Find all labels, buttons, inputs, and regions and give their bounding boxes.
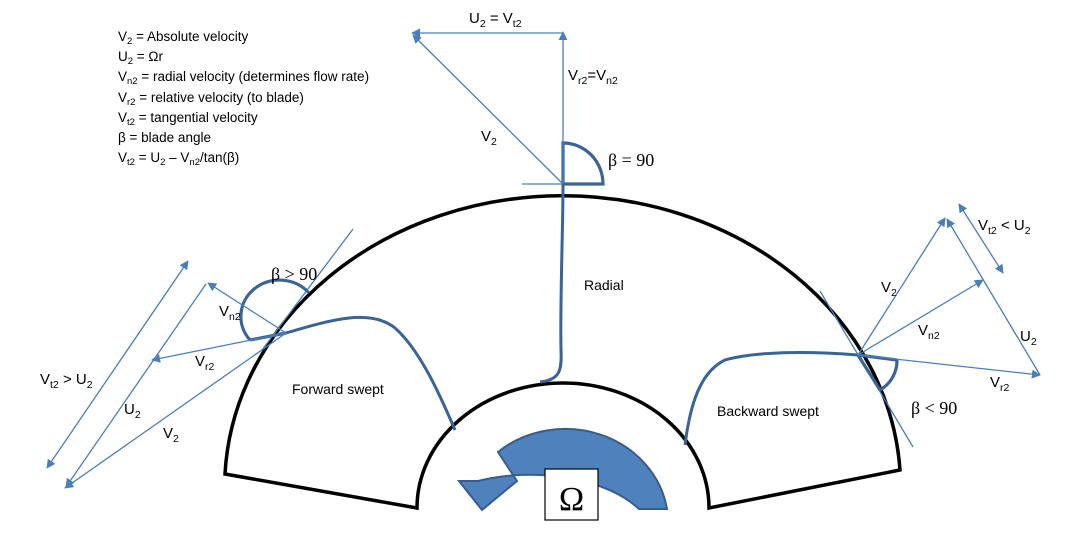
right-vt2-dimension — [958, 203, 1004, 274]
left-u2-label: U2 — [124, 401, 141, 421]
right-v2-vector — [857, 217, 946, 356]
left-vn2-vector — [207, 282, 287, 334]
left-vn2-label: Vn2 — [219, 303, 241, 323]
omega-box — [544, 468, 599, 521]
legend-item: Vt2 = U2 – Vn2/tan(β) — [118, 150, 240, 169]
legend-item: V2 = Absolute velocity — [118, 29, 249, 47]
top-beta-label: β = 90 — [608, 150, 654, 170]
top-v2-vector — [412, 34, 564, 185]
right-beta-side — [856, 354, 882, 391]
right-velocity-triangle: V2 Vn2 Vr2 U2 Vt2 < U2 β < 90 — [819, 203, 1041, 448]
legend-item: Vr2 = relative velocity (to blade) — [118, 89, 304, 108]
top-v2-label: V2 — [481, 128, 497, 148]
forward-swept-label: Forward swept — [292, 381, 384, 397]
left-v2-label: V2 — [163, 425, 179, 445]
left-beta-arc — [239, 278, 311, 342]
left-beta-label: β > 90 — [271, 264, 317, 284]
legend-item: Vt2 = tangential velocity — [118, 109, 258, 128]
right-vn2-label: Vn2 — [918, 322, 940, 342]
left-velocity-triangle: β > 90 Vn2 Vr2 Vt2 > U2 U2 V2 — [40, 228, 354, 489]
top-vr2-label: Vr2=Vn2 — [568, 67, 618, 87]
top-velocity-triangle: U2 = Vt2 Vr2=Vn2 V2 β = 90 — [411, 10, 654, 186]
forward-swept-blade — [285, 315, 457, 431]
right-vr2-vector — [857, 354, 1041, 379]
backward-swept-label: Backward swept — [717, 403, 819, 419]
left-vt2-dimension — [46, 260, 189, 469]
radial-blade — [539, 183, 565, 384]
radial-label: Radial — [584, 277, 624, 293]
legend: V2 = Absolute velocity U2 = Ωr Vn2 = rad… — [118, 27, 369, 168]
legend-item: Vn2 = radial velocity (determines flow r… — [118, 69, 370, 88]
top-u2-label: U2 = Vt2 — [469, 10, 522, 30]
right-vr2-label: Vr2 — [990, 374, 1010, 394]
top-beta-arc — [561, 141, 605, 186]
impeller-outline — [223, 194, 902, 511]
right-v2-label: V2 — [881, 279, 897, 299]
right-vt2-label: Vt2 < U2 — [978, 217, 1031, 237]
right-beta-arc — [879, 359, 899, 392]
right-u2-label: U2 — [1020, 328, 1037, 348]
right-beta-label: β < 90 — [911, 398, 957, 418]
left-v2-vector — [64, 332, 287, 489]
left-vr2-label: Vr2 — [195, 353, 215, 373]
legend-item: β = blade angle — [118, 130, 211, 146]
right-u2-vector — [946, 218, 1041, 376]
legend-item: U2 = Ωr — [118, 49, 164, 68]
backward-swept-blade — [683, 351, 859, 446]
left-vt2-label: Vt2 > U2 — [40, 371, 93, 391]
right-vn2-vector — [857, 279, 984, 356]
omega-symbol: Ω — [559, 481, 584, 518]
